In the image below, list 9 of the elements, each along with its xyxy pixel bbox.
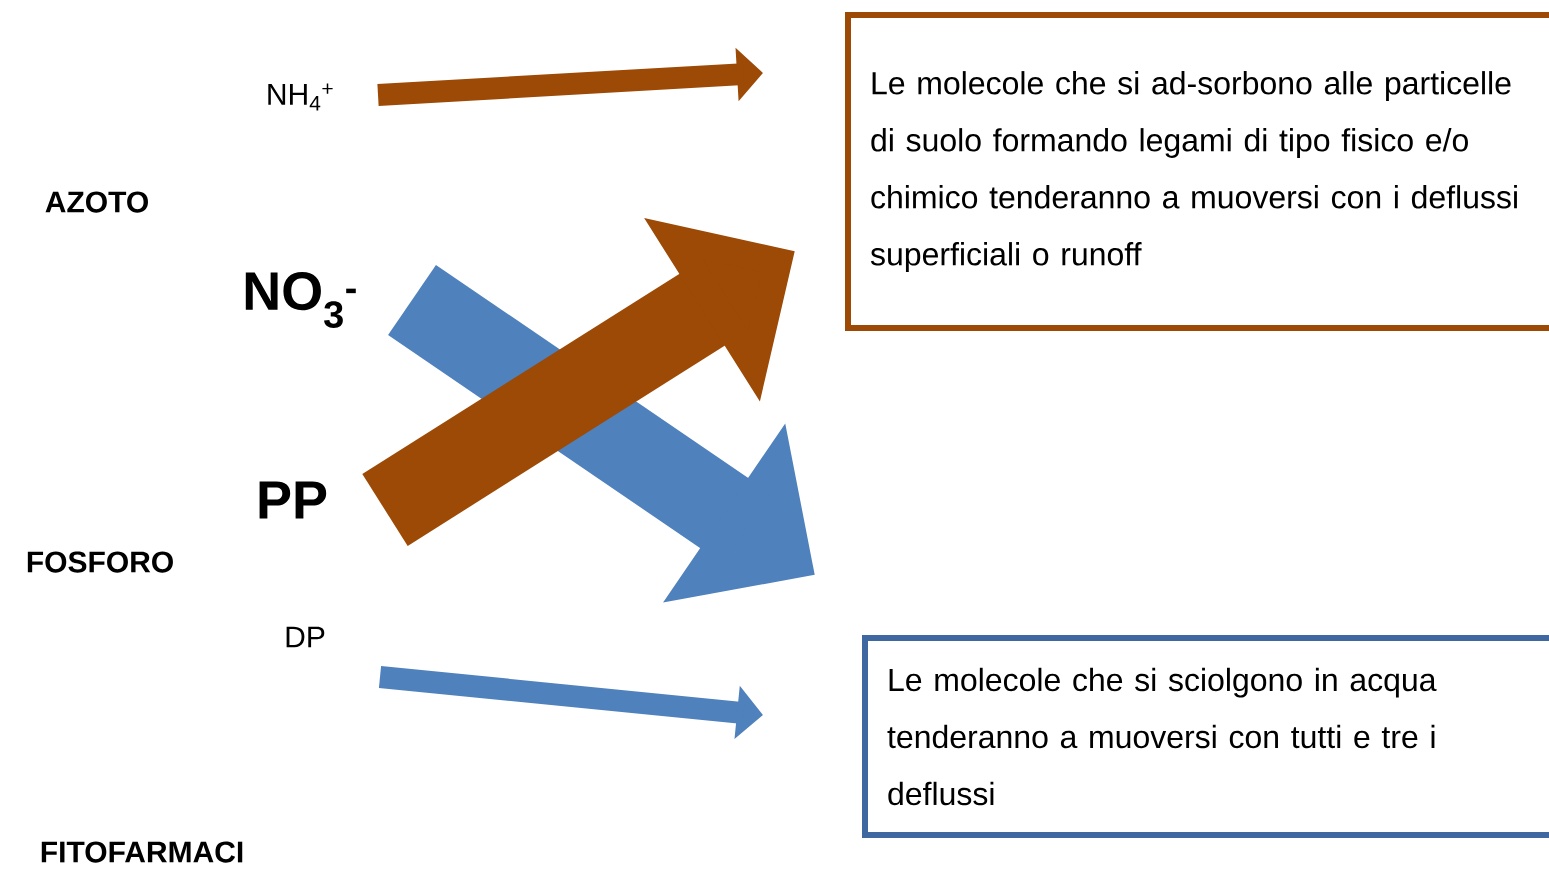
formula-label: PP [259, 481, 327, 519]
category-label: FOSFORO [27, 551, 173, 573]
formula-label: NO$_{3}$- [245, 272, 356, 328]
category-label: FITOFARMACI [41, 841, 243, 863]
text-box: Le molecole che si ad-sorbono alle particelle di suolo formando legami di tipo fisico e/o chimico tenderanno a muoversi con i deflussi superficiali o runoff [845, 12, 1549, 331]
formula-label: DP [286, 626, 325, 648]
text-box: Le molecole che si sciolgono in acqua tenderanno a muoversi con tutti e tre i deflussi [862, 635, 1549, 838]
formula-label: NH$_{4}$+ [268, 83, 333, 111]
category-label: AZOTO [45, 191, 148, 213]
